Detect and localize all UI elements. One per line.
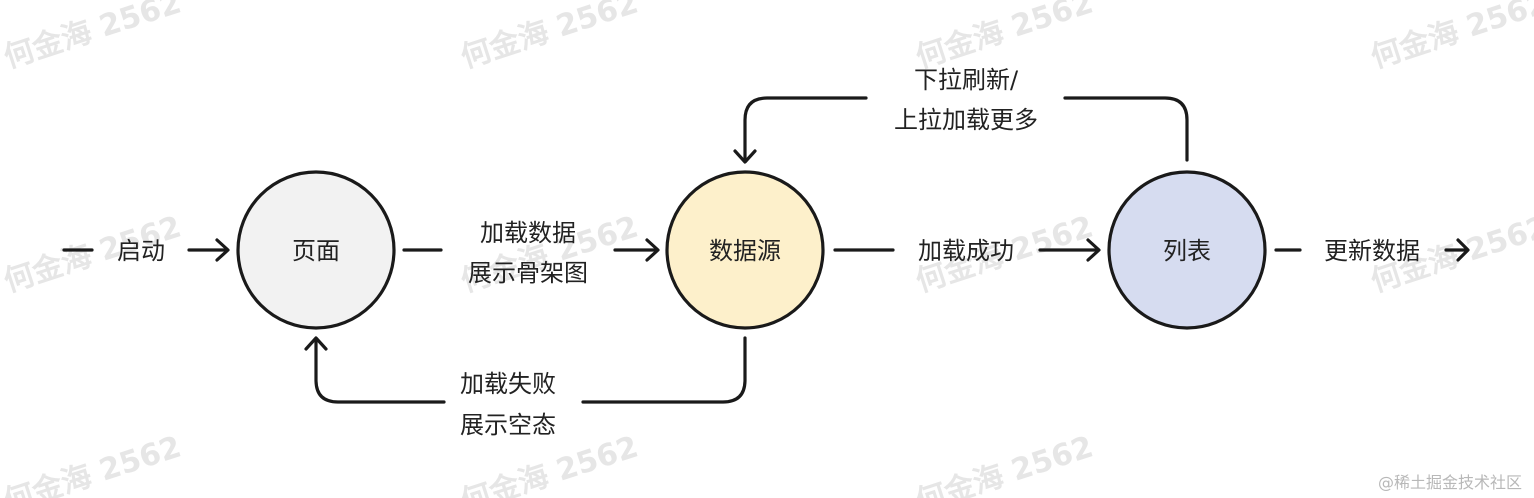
- watermark: 何金海 2562: [457, 0, 643, 76]
- node-page-circle: [236, 170, 396, 330]
- credit-text: @稀土掘金技术社区: [1378, 473, 1522, 492]
- edge-load-data: 加载数据 展示骨架图: [402, 219, 660, 287]
- edge-load-success-arrowhead: [1086, 238, 1101, 262]
- edge-refresh-line: [743, 96, 868, 162]
- edge-refresh-line: [1063, 96, 1189, 162]
- edge-start: 启动: [62, 237, 230, 265]
- watermark: 何金海 2562: [912, 429, 1098, 498]
- edge-refresh-arrowhead: [733, 149, 757, 164]
- node-list-label: 列表: [1163, 237, 1211, 265]
- node-datasource: 数据源: [665, 170, 825, 330]
- edge-update: 更新数据: [1274, 237, 1470, 265]
- watermark: 何金海 2562: [1367, 0, 1534, 76]
- node-list-circle: [1107, 170, 1267, 330]
- edge-refresh: 下拉刷新/ 上拉加载更多: [733, 66, 1189, 164]
- edge-load-fail-label-line1: 加载失败: [460, 370, 556, 398]
- edge-refresh-label-line2: 上拉加载更多: [894, 106, 1038, 134]
- edge-load-success-label: 加载成功: [918, 237, 1014, 265]
- edge-start-label: 启动: [117, 237, 165, 265]
- node-list: 列表: [1107, 170, 1267, 330]
- edge-load-data-arrowhead: [645, 238, 660, 262]
- edge-update-label: 更新数据: [1324, 237, 1420, 265]
- node-page: 页面: [236, 170, 396, 330]
- watermark: 何金海 2562: [457, 429, 643, 498]
- node-datasource-label: 数据源: [709, 237, 781, 265]
- watermark: 何金海 2562: [912, 0, 1098, 76]
- edge-update-arrowhead: [1456, 238, 1470, 262]
- edge-load-fail-line: [314, 338, 446, 404]
- edge-load-fail-arrowhead: [304, 336, 328, 351]
- node-page-label: 页面: [292, 237, 340, 265]
- edge-refresh-label-line1: 下拉刷新/: [914, 66, 1019, 94]
- edge-load-fail: 加载失败 展示空态: [304, 336, 747, 439]
- edge-start-arrowhead: [215, 238, 230, 262]
- edge-load-data-label-line2: 展示骨架图: [468, 259, 588, 287]
- edge-load-fail-label-line2: 展示空态: [460, 411, 556, 439]
- edge-load-fail-line: [581, 336, 747, 404]
- edge-load-data-label-line1: 加载数据: [480, 219, 576, 247]
- node-datasource-circle: [665, 170, 825, 330]
- watermark: 何金海 2562: [0, 0, 185, 76]
- edge-load-success: 加载成功: [833, 237, 1101, 265]
- watermark: 何金海 2562: [0, 429, 185, 498]
